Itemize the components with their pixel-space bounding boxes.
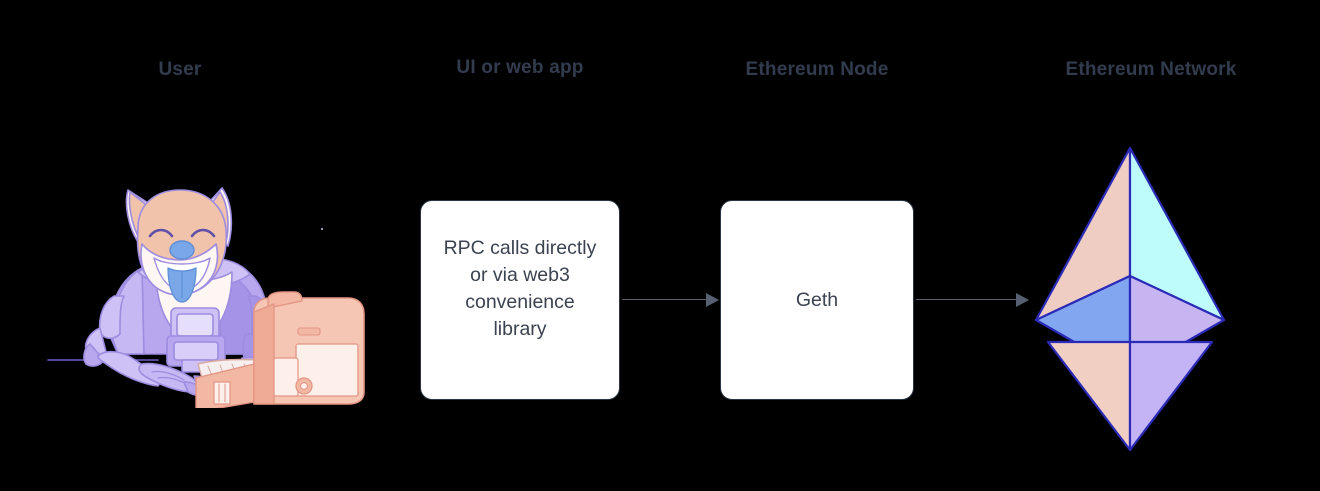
process-box-ui-or-web-app[interactable]: RPC calls directly or via web3 convenien… <box>420 200 620 400</box>
column-heading-ethereum-node: Ethereum Node <box>745 59 889 80</box>
column-heading-ethereum-network: Ethereum Network <box>1065 59 1237 80</box>
arrow-ui-to-node-line <box>622 299 707 301</box>
process-box-ui-label: RPC calls directly or via web3 convenien… <box>443 237 597 340</box>
decorative-speck <box>321 228 323 230</box>
arrow-node-to-network-line <box>916 299 1017 301</box>
column-heading-ui-or-web-app: UI or web app <box>456 57 584 78</box>
process-box-node-label: Geth <box>795 288 839 311</box>
arrow-ui-to-node-head <box>706 293 719 307</box>
column-heading-user: User <box>158 59 202 80</box>
doge-at-computer-illustration <box>46 168 366 413</box>
arrow-node-to-network-head <box>1016 293 1029 307</box>
process-box-ethereum-node[interactable]: Geth <box>720 200 914 400</box>
ethereum-diamond-logo <box>1032 144 1228 454</box>
